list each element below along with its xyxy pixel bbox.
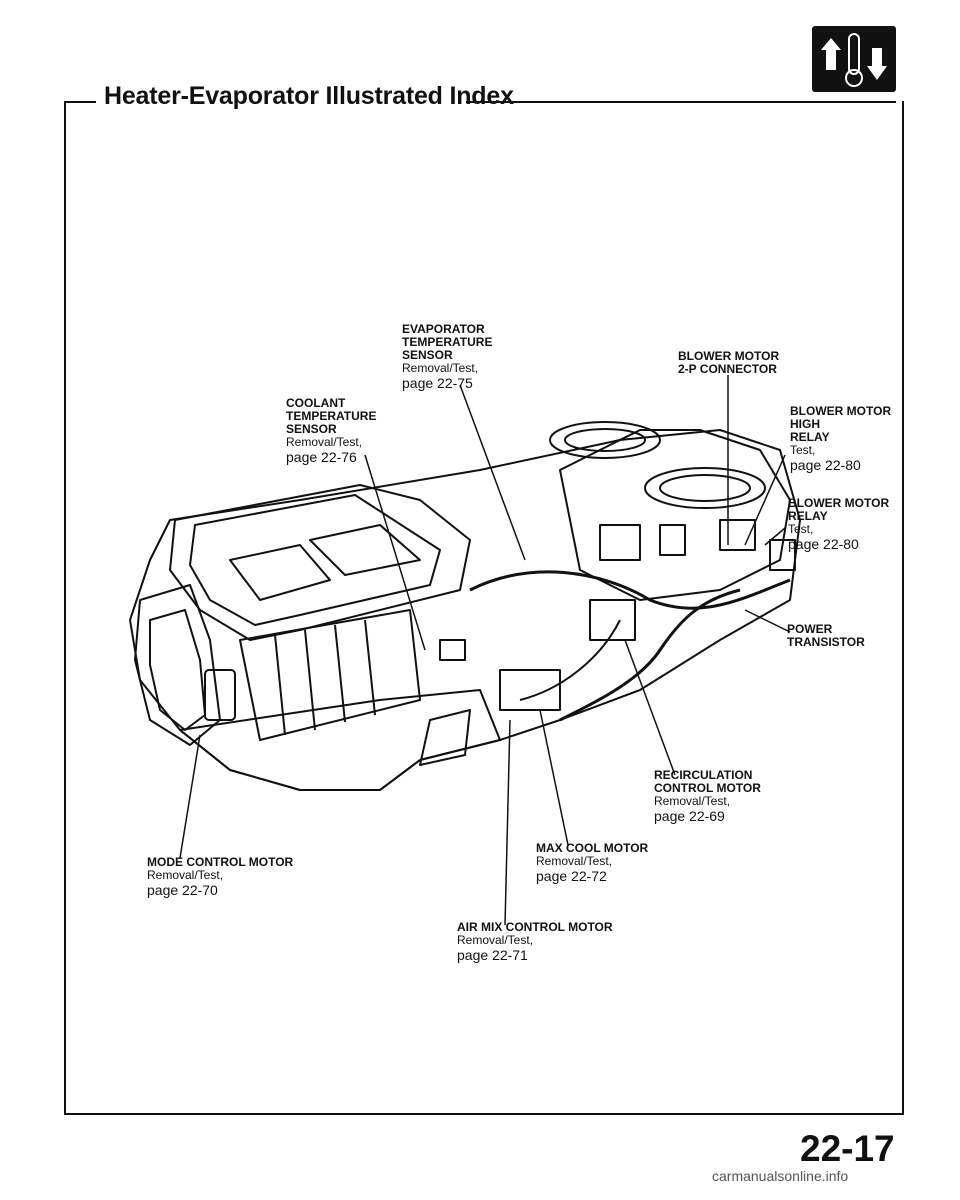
wiring-harness — [469, 570, 791, 610]
leader-power — [744, 609, 791, 633]
frame-left — [64, 101, 66, 1114]
leader-blower-relay — [764, 527, 786, 546]
leader-airmix — [504, 719, 511, 926]
callout-evaporator-temperature-sensor: EVAPORATOR TEMPERATURE SENSOR Removal/Te… — [402, 322, 493, 392]
leader-coolant — [364, 454, 426, 651]
heater-thermometer-icon — [812, 26, 896, 92]
frame-rule-top-right — [466, 101, 896, 103]
leader-evap — [459, 384, 526, 561]
leader-recirc — [624, 639, 676, 776]
air-mix-motor-shape — [499, 669, 561, 711]
mode-door-box — [134, 584, 221, 746]
callout-recirculation-control-motor: RECIRCULATION CONTROL MOTOR Removal/Test… — [654, 768, 761, 825]
frame-bottom — [64, 1113, 904, 1115]
evaporator-top-frame — [169, 484, 471, 641]
callout-blower-motor-high-relay: BLOWER MOTOR HIGH RELAY Test, page 22-80 — [790, 404, 892, 474]
relay-shape — [719, 519, 756, 551]
callout-max-cool-motor: MAX COOL MOTOR Removal/Test, page 22-72 — [536, 841, 649, 885]
callout-air-mix-control-motor: AIR MIX CONTROL MOTOR Removal/Test, page… — [457, 920, 613, 964]
leader-maxcool — [539, 709, 569, 846]
frame-rule-top-left — [64, 101, 96, 103]
page-title: Heater-Evaporator Illustrated Index — [104, 82, 514, 110]
blower-housing — [559, 429, 791, 601]
leader-blower-high — [744, 454, 786, 546]
callout-blower-motor-relay: BLOWER MOTOR RELAY Test, page 22-80 — [788, 496, 890, 553]
page-number: 22-17 — [800, 1128, 895, 1169]
recirc-motor-shape — [589, 599, 636, 641]
callout-mode-control-motor: MODE CONTROL MOTOR Removal/Test, page 22… — [147, 855, 294, 899]
callout-coolant-temperature-sensor: COOLANT TEMPERATURE SENSOR Removal/Test,… — [286, 396, 377, 466]
frame-right — [902, 101, 904, 1115]
callout-blower-motor-2p-connector: BLOWER MOTOR 2-P CONNECTOR — [678, 349, 780, 376]
leader-mode — [179, 734, 201, 859]
housing-outline — [129, 429, 801, 791]
callout-power-transistor: POWER TRANSISTOR — [787, 622, 865, 649]
watermark: carmanualsonline.info — [712, 1168, 849, 1184]
